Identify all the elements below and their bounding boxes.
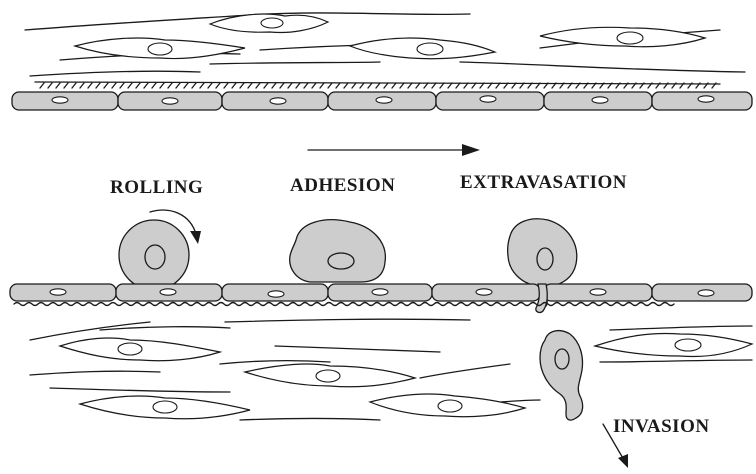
endothelial-cell — [328, 92, 436, 110]
label-rolling: ROLLING — [110, 177, 203, 198]
endothelial-cell — [222, 284, 328, 301]
top-endothelium — [12, 92, 752, 110]
label-extravasation: EXTRAVASATION — [460, 172, 627, 193]
endothelial-cell — [432, 284, 540, 301]
adhesion-cell — [290, 220, 386, 282]
basement-membrane-wavy — [14, 303, 674, 306]
fibroblast — [80, 396, 250, 419]
label-invasion: INVASION — [613, 416, 710, 437]
flow-arrow — [308, 144, 480, 156]
endothelial-cell — [116, 284, 222, 301]
label-adhesion: ADHESION — [290, 175, 395, 196]
fibroblast — [370, 394, 525, 417]
endothelial-cell — [652, 284, 752, 301]
rolling-cell — [119, 220, 189, 290]
bottom-stroma — [30, 319, 752, 420]
fibroblast — [245, 364, 415, 387]
fibroblast — [540, 27, 705, 46]
endothelial-cell — [544, 284, 652, 301]
endothelial-cell — [10, 284, 116, 301]
endothelial-cell — [544, 92, 652, 110]
fibroblast — [75, 38, 245, 59]
endothelial-cell — [222, 92, 328, 110]
top-stroma — [25, 13, 745, 88]
endothelial-cell — [436, 92, 544, 110]
invading-cell — [540, 331, 583, 420]
endothelial-cell — [328, 284, 432, 301]
fibroblast — [595, 334, 752, 357]
bottom-endothelium — [10, 284, 752, 312]
endothelial-cell — [652, 92, 752, 110]
endothelial-cell — [12, 92, 118, 110]
fibroblast — [60, 338, 220, 361]
endothelial-cell — [118, 92, 222, 110]
fibroblast — [350, 38, 495, 59]
